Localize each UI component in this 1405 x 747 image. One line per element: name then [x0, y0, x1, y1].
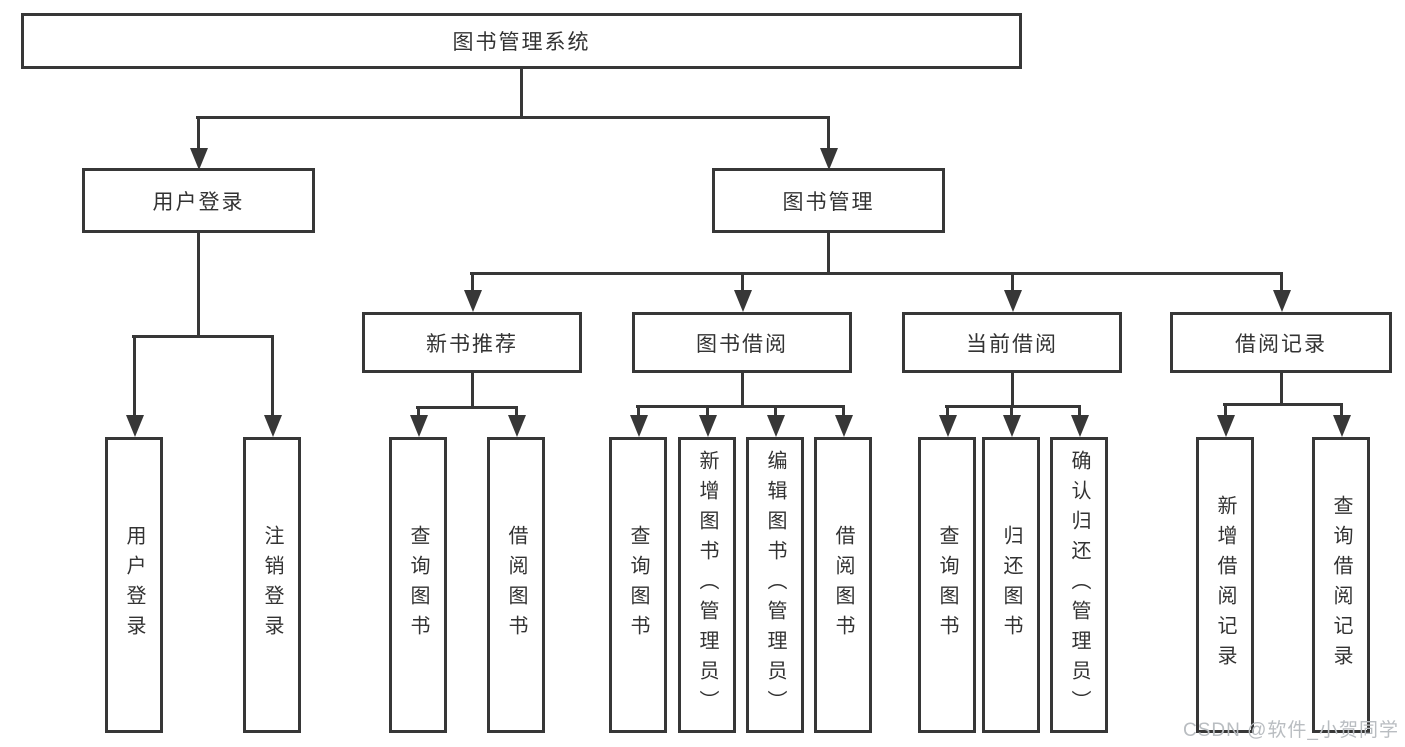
leaf-return-book-label: 归还图书: [1000, 525, 1022, 645]
arrow-down-icon: [508, 415, 526, 437]
connector-line: [637, 405, 640, 415]
arrow-down-icon: [1273, 290, 1291, 312]
connector-line: [197, 233, 200, 337]
connector-line: [1340, 403, 1343, 415]
arrow-down-icon: [1003, 415, 1021, 437]
connector-line: [197, 116, 200, 150]
arrow-down-icon: [699, 415, 717, 437]
connector-line: [132, 335, 274, 338]
node-book-management: 图书管理: [712, 168, 945, 233]
connector-line: [1280, 373, 1283, 404]
connector-line: [1011, 373, 1014, 407]
connector-line: [520, 69, 523, 118]
leaf-query-book-borrow-label: 查询图书: [627, 525, 649, 645]
node-user-login-branch-label: 用户登录: [152, 190, 245, 214]
leaf-return-book: 归还图书: [982, 437, 1040, 733]
leaf-query-book-recommend-label: 查询图书: [407, 525, 429, 645]
watermark: CSDN @软件_小贺同学: [1183, 720, 1399, 741]
arrow-down-icon: [820, 148, 838, 170]
node-borrow-records-label: 借阅记录: [1235, 332, 1327, 356]
arrow-down-icon: [939, 415, 957, 437]
arrow-down-icon: [1004, 290, 1022, 312]
leaf-query-book-borrow: 查询图书: [609, 437, 667, 733]
arrow-down-icon: [630, 415, 648, 437]
arrow-down-icon: [1217, 415, 1235, 437]
leaf-add-book-admin: 新增图书（管理员）: [678, 437, 736, 733]
leaf-logout: 注销登录: [243, 437, 301, 733]
connector-line: [471, 272, 474, 290]
connector-line: [471, 373, 474, 408]
connector-line: [1224, 403, 1227, 415]
connector-line: [636, 405, 845, 408]
leaf-edit-book-admin: 编辑图书（管理员）: [746, 437, 804, 733]
leaf-add-borrow-record: 新增借阅记录: [1196, 437, 1254, 733]
leaf-user-login: 用户登录: [105, 437, 163, 733]
node-book-management-label: 图书管理: [782, 190, 875, 214]
connector-line: [945, 405, 1081, 408]
node-root-label: 图书管理系统: [452, 31, 591, 54]
leaf-confirm-return-admin-label: 确认归还（管理员）: [1068, 450, 1090, 720]
connector-line: [133, 335, 136, 415]
node-user-login-branch: 用户登录: [82, 168, 315, 233]
connector-line: [515, 406, 518, 415]
node-root: 图书管理系统: [21, 13, 1022, 69]
arrow-down-icon: [464, 290, 482, 312]
connector-line: [827, 116, 830, 150]
connector-line: [1010, 405, 1013, 415]
leaf-edit-book-admin-label: 编辑图书（管理员）: [764, 450, 786, 720]
arrow-down-icon: [1333, 415, 1351, 437]
arrow-down-icon: [767, 415, 785, 437]
leaf-query-borrow-record-label: 查询借阅记录: [1330, 495, 1352, 675]
leaf-query-borrow-record: 查询借阅记录: [1312, 437, 1370, 733]
leaf-confirm-return-admin: 确认归还（管理员）: [1050, 437, 1108, 733]
connector-line: [1223, 403, 1343, 406]
connector-line: [842, 405, 845, 415]
connector-line: [1280, 272, 1283, 290]
arrow-down-icon: [264, 415, 282, 437]
node-new-book-recommend-label: 新书推荐: [426, 332, 518, 356]
connector-line: [1011, 272, 1014, 290]
arrow-down-icon: [734, 290, 752, 312]
node-book-borrow: 图书借阅: [632, 312, 852, 373]
connector-line: [741, 373, 744, 407]
leaf-add-book-admin-label: 新增图书（管理员）: [696, 450, 718, 720]
arrow-down-icon: [126, 415, 144, 437]
leaf-query-book-current: 查询图书: [918, 437, 976, 733]
leaf-borrow-book-label: 借阅图书: [832, 525, 854, 645]
leaf-borrow-book-recommend: 借阅图书: [487, 437, 545, 733]
connector-line: [774, 405, 777, 415]
node-book-borrow-label: 图书借阅: [696, 332, 788, 356]
connector-line: [196, 116, 830, 119]
node-borrow-records: 借阅记录: [1170, 312, 1392, 373]
connector-line: [706, 405, 709, 415]
connector-line: [470, 272, 1283, 275]
connector-line: [827, 233, 830, 274]
arrow-down-icon: [410, 415, 428, 437]
connector-line: [741, 272, 744, 290]
connector-line: [1078, 405, 1081, 415]
leaf-logout-label: 注销登录: [261, 525, 283, 645]
connector-line: [271, 335, 274, 415]
connector-line: [417, 406, 420, 415]
leaf-user-login-label: 用户登录: [123, 525, 145, 645]
leaf-borrow-book: 借阅图书: [814, 437, 872, 733]
leaf-add-borrow-record-label: 新增借阅记录: [1214, 495, 1236, 675]
node-current-borrow-label: 当前借阅: [966, 332, 1058, 356]
leaf-query-book-current-label: 查询图书: [936, 525, 958, 645]
connector-line: [416, 406, 518, 409]
node-current-borrow: 当前借阅: [902, 312, 1122, 373]
connector-line: [946, 405, 949, 415]
leaf-borrow-book-recommend-label: 借阅图书: [505, 525, 527, 645]
node-new-book-recommend: 新书推荐: [362, 312, 582, 373]
leaf-query-book-recommend: 查询图书: [389, 437, 447, 733]
arrow-down-icon: [835, 415, 853, 437]
arrow-down-icon: [1071, 415, 1089, 437]
arrow-down-icon: [190, 148, 208, 170]
